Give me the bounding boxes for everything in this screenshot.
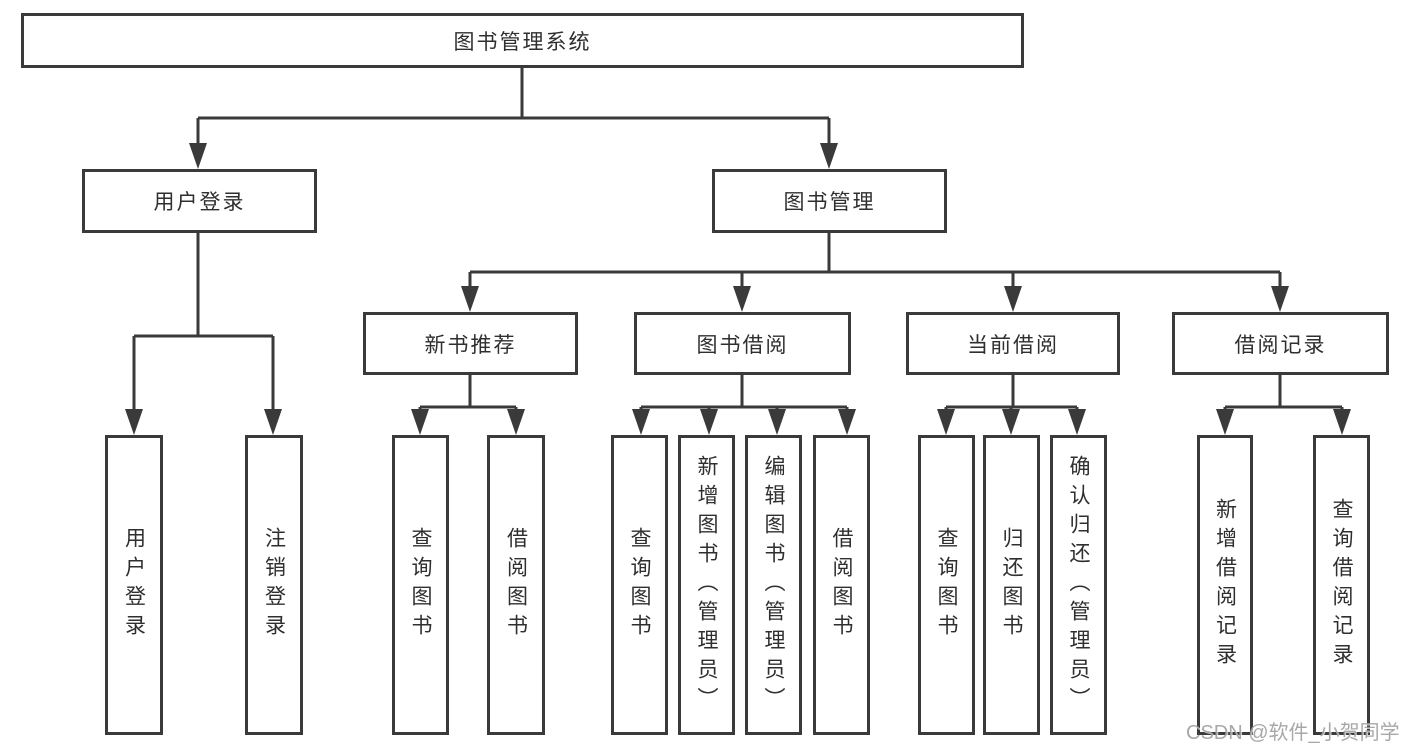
leaf-query-borrow-record: 查询借阅记录	[1313, 435, 1370, 735]
leaf-confirm-return-admin-label: 确认归还（管理员）	[1067, 454, 1090, 716]
leaf-logout-label: 注销登录	[262, 527, 286, 643]
leaf-query-borrow-record-label: 查询借阅记录	[1330, 498, 1353, 672]
node-borrow-record-label: 借阅记录	[1234, 333, 1327, 357]
node-borrow-record: 借阅记录	[1172, 312, 1389, 375]
node-book-borrow-label: 图书借阅	[696, 333, 789, 357]
leaf-confirm-return-admin: 确认归还（管理员）	[1050, 435, 1107, 735]
node-user-login: 用户登录	[82, 169, 317, 233]
leaf-edit-books-admin: 编辑图书（管理员）	[745, 435, 802, 735]
leaf-add-borrow-record: 新增借阅记录	[1197, 435, 1253, 735]
node-user-login-label: 用户登录	[153, 191, 246, 214]
leaf-return-books: 归还图书	[983, 435, 1040, 735]
leaf-newbook-query-books: 查询图书	[392, 435, 449, 735]
leaf-newbook-borrow-books: 借阅图书	[487, 435, 545, 735]
csdn-watermark: CSDN @软件_小贺同学	[1186, 722, 1400, 744]
node-current-borrow-label: 当前借阅	[967, 333, 1059, 357]
leaf-add-books-admin-label: 新增图书（管理员）	[695, 454, 718, 716]
leaf-borrow-query-books-label: 查询图书	[628, 527, 651, 643]
leaf-newbook-query-books-label: 查询图书	[409, 527, 432, 643]
node-book-management-label: 图书管理	[783, 191, 876, 214]
leaf-edit-books-admin-label: 编辑图书（管理员）	[762, 454, 785, 716]
node-root-label: 图书管理系统	[453, 30, 592, 54]
node-book-borrow: 图书借阅	[634, 312, 851, 375]
node-new-book-recommend: 新书推荐	[363, 312, 578, 375]
leaf-borrow-books: 借阅图书	[813, 435, 870, 735]
node-current-borrow: 当前借阅	[906, 312, 1120, 375]
leaf-add-books-admin: 新增图书（管理员）	[678, 435, 735, 735]
node-new-book-recommend-label: 新书推荐	[424, 333, 517, 357]
node-book-management: 图书管理	[712, 169, 947, 233]
leaf-newbook-borrow-books-label: 借阅图书	[504, 527, 528, 643]
leaf-current-query-books-label: 查询图书	[935, 527, 958, 643]
leaf-borrow-query-books: 查询图书	[611, 435, 668, 735]
node-root: 图书管理系统	[21, 13, 1024, 68]
leaf-logout: 注销登录	[245, 435, 303, 735]
leaf-return-books-label: 归还图书	[1000, 527, 1023, 643]
leaf-borrow-books-label: 借阅图书	[830, 527, 853, 643]
leaf-add-borrow-record-label: 新增借阅记录	[1213, 498, 1237, 672]
leaf-user-login-label: 用户登录	[122, 527, 146, 643]
leaf-user-login: 用户登录	[105, 435, 163, 735]
leaf-current-query-books: 查询图书	[918, 435, 975, 735]
